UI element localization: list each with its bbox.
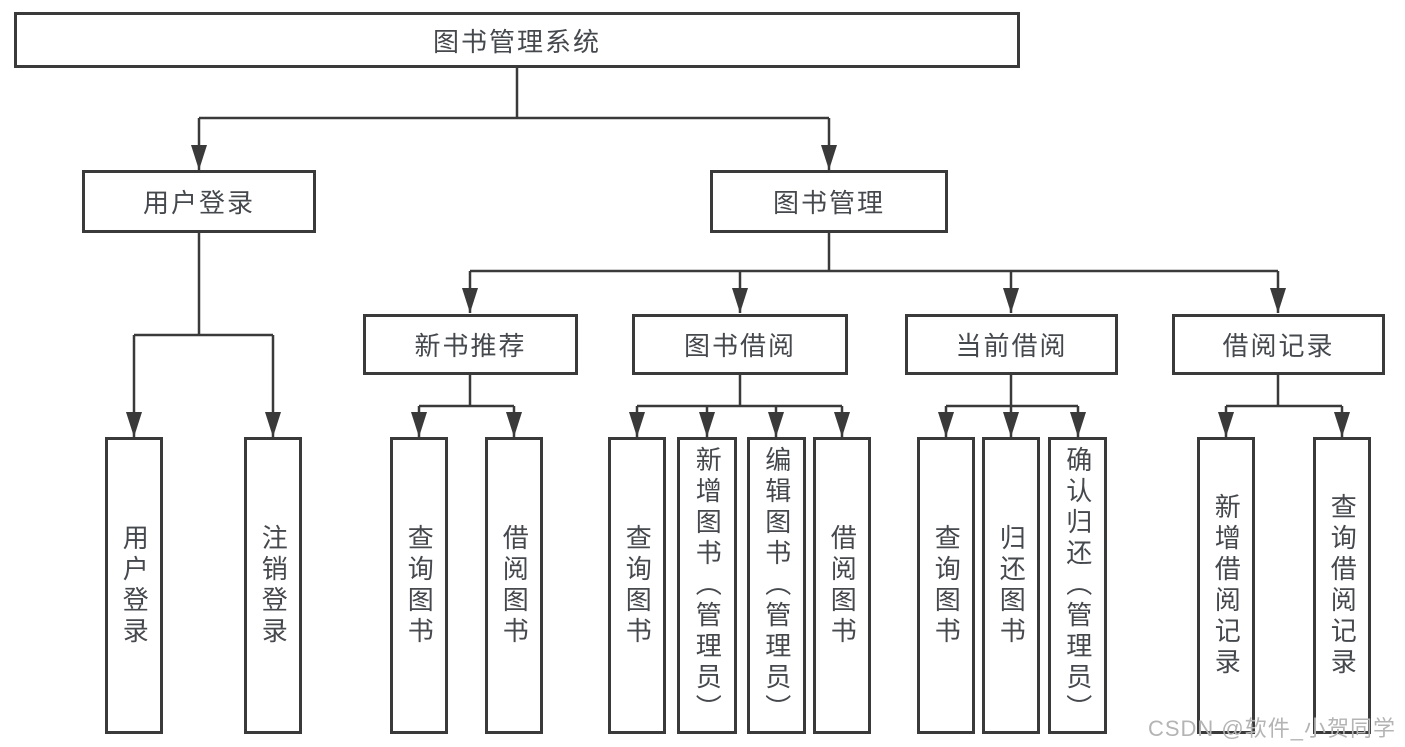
leaf-user-login-label: 用户登录 bbox=[119, 523, 150, 648]
leaf-nb-query-book: 查询图书 bbox=[390, 437, 448, 734]
leaf-cb-query-book-label: 查询图书 bbox=[931, 523, 962, 648]
connector-borrow-records bbox=[1218, 375, 1350, 437]
leaf-bb-add-book: 新增图书（管理员） bbox=[677, 437, 737, 734]
leaf-nb-query-book-label: 查询图书 bbox=[404, 523, 435, 648]
leaf-bb-query-book-label: 查询图书 bbox=[622, 523, 653, 648]
leaf-br-query-record-label: 查询借阅记录 bbox=[1327, 492, 1358, 679]
leaf-logout: 注销登录 bbox=[244, 437, 302, 734]
node-current-borrow-label: 当前借阅 bbox=[955, 331, 1068, 361]
leaf-cb-confirm-return-label: 确认归还（管理员） bbox=[1062, 446, 1093, 725]
node-borrow-records-label: 借阅记录 bbox=[1222, 331, 1335, 361]
leaf-bb-add-book-label: 新增图书（管理员） bbox=[692, 446, 723, 725]
node-user-login-label: 用户登录 bbox=[142, 188, 255, 218]
node-book-management-label: 图书管理 bbox=[772, 188, 885, 218]
node-borrow-records: 借阅记录 bbox=[1172, 314, 1385, 375]
node-root: 图书管理系统 bbox=[14, 12, 1020, 68]
leaf-bb-borrow-book: 借阅图书 bbox=[813, 437, 871, 734]
node-user-login: 用户登录 bbox=[82, 170, 316, 233]
leaf-user-login: 用户登录 bbox=[105, 437, 163, 734]
connector-book-management bbox=[462, 233, 1286, 313]
node-current-borrow: 当前借阅 bbox=[905, 314, 1118, 375]
leaf-br-add-record-label: 新增借阅记录 bbox=[1211, 492, 1242, 679]
leaf-br-add-record: 新增借阅记录 bbox=[1197, 437, 1255, 734]
connector-book-borrow bbox=[629, 375, 850, 437]
leaf-bb-borrow-book-label: 借阅图书 bbox=[827, 523, 858, 648]
leaf-nb-borrow-book: 借阅图书 bbox=[485, 437, 543, 734]
leaf-bb-edit-book: 编辑图书（管理员） bbox=[747, 437, 806, 734]
node-book-borrow-label: 图书借阅 bbox=[683, 331, 796, 361]
connector-root bbox=[191, 68, 837, 170]
connector-new-book-recommend bbox=[411, 375, 522, 437]
node-book-management: 图书管理 bbox=[710, 170, 948, 233]
node-book-borrow: 图书借阅 bbox=[632, 314, 848, 375]
node-root-label: 图书管理系统 bbox=[432, 26, 601, 57]
leaf-bb-edit-book-label: 编辑图书（管理员） bbox=[761, 446, 792, 725]
node-new-book-recommend: 新书推荐 bbox=[363, 314, 578, 375]
node-new-book-recommend-label: 新书推荐 bbox=[414, 331, 527, 361]
leaf-cb-return-book: 归还图书 bbox=[982, 437, 1040, 734]
connector-current-borrow bbox=[938, 375, 1086, 437]
leaf-cb-query-book: 查询图书 bbox=[917, 437, 975, 734]
watermark: CSDN @软件_小贺同学 bbox=[1147, 716, 1396, 741]
connector-user-login bbox=[126, 233, 281, 437]
leaf-bb-query-book: 查询图书 bbox=[608, 437, 666, 734]
leaf-cb-confirm-return: 确认归还（管理员） bbox=[1048, 437, 1107, 734]
leaf-cb-return-book-label: 归还图书 bbox=[996, 523, 1027, 648]
leaf-br-query-record: 查询借阅记录 bbox=[1313, 437, 1371, 734]
leaf-logout-label: 注销登录 bbox=[258, 523, 289, 648]
leaf-nb-borrow-book-label: 借阅图书 bbox=[499, 523, 530, 648]
